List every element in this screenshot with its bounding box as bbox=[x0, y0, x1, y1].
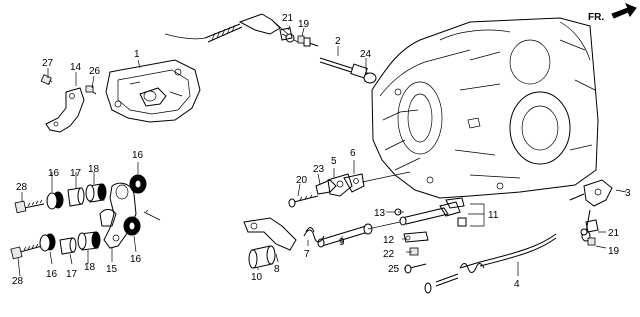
callout-22: 22 bbox=[383, 249, 395, 260]
callout-20: 20 bbox=[296, 175, 308, 186]
callout-18a: 18 bbox=[88, 164, 100, 175]
lever-parts-left bbox=[10, 174, 161, 260]
callout-23: 23 bbox=[313, 164, 325, 175]
callout-28b: 28 bbox=[12, 276, 24, 287]
callout-28a: 28 bbox=[16, 182, 28, 193]
callout-1: 1 bbox=[134, 49, 140, 60]
leader-lines bbox=[17, 25, 627, 277]
callout-19a: 19 bbox=[298, 19, 310, 30]
selector-lever-parts bbox=[386, 197, 467, 274]
callout-13: 13 bbox=[374, 208, 386, 219]
callout-11: 11 bbox=[488, 210, 499, 221]
callout-8: 8 bbox=[274, 264, 280, 275]
callout-9: 9 bbox=[339, 237, 345, 248]
callout-25: 25 bbox=[388, 264, 400, 275]
clip-21-top bbox=[279, 27, 305, 44]
callout-14: 14 bbox=[70, 62, 82, 73]
callout-7: 7 bbox=[304, 249, 310, 260]
callout-17a: 17 bbox=[70, 168, 82, 179]
callout-17b: 17 bbox=[66, 269, 78, 280]
callout-10: 10 bbox=[251, 272, 263, 283]
callout-27: 27 bbox=[42, 58, 54, 69]
shift-cable-assembly bbox=[164, 13, 377, 84]
callout-24: 24 bbox=[360, 49, 372, 60]
callout-2: 2 bbox=[335, 36, 341, 47]
transmission-case bbox=[371, 17, 599, 199]
callout-19b: 19 bbox=[608, 246, 620, 257]
callout-6: 6 bbox=[350, 148, 356, 159]
callout-12: 12 bbox=[383, 235, 395, 246]
callout-16a: 16 bbox=[48, 168, 60, 179]
callout-16c: 16 bbox=[46, 269, 58, 280]
callout-15: 15 bbox=[106, 264, 118, 275]
cover-plate-1 bbox=[105, 59, 201, 123]
control-rod-4 bbox=[424, 179, 613, 294]
callout-21a: 21 bbox=[282, 13, 294, 24]
front-direction-arrow: FR. bbox=[588, 3, 637, 23]
callout-26: 26 bbox=[89, 66, 101, 77]
callout-16d: 16 bbox=[130, 254, 142, 265]
callout-21b: 21 bbox=[608, 228, 620, 239]
bracket-14 bbox=[40, 74, 97, 133]
callout-18b: 18 bbox=[84, 262, 96, 273]
callout-4: 4 bbox=[514, 279, 520, 290]
shift-shaft-parts bbox=[243, 171, 411, 269]
callout-5: 5 bbox=[331, 156, 337, 167]
callout-labels: 1 2 3 4 5 6 7 8 9 10 11 12 13 14 15 16 1… bbox=[12, 13, 631, 290]
callout-3: 3 bbox=[625, 188, 631, 199]
direction-label: FR. bbox=[588, 12, 604, 23]
callout-16b: 16 bbox=[132, 150, 144, 161]
